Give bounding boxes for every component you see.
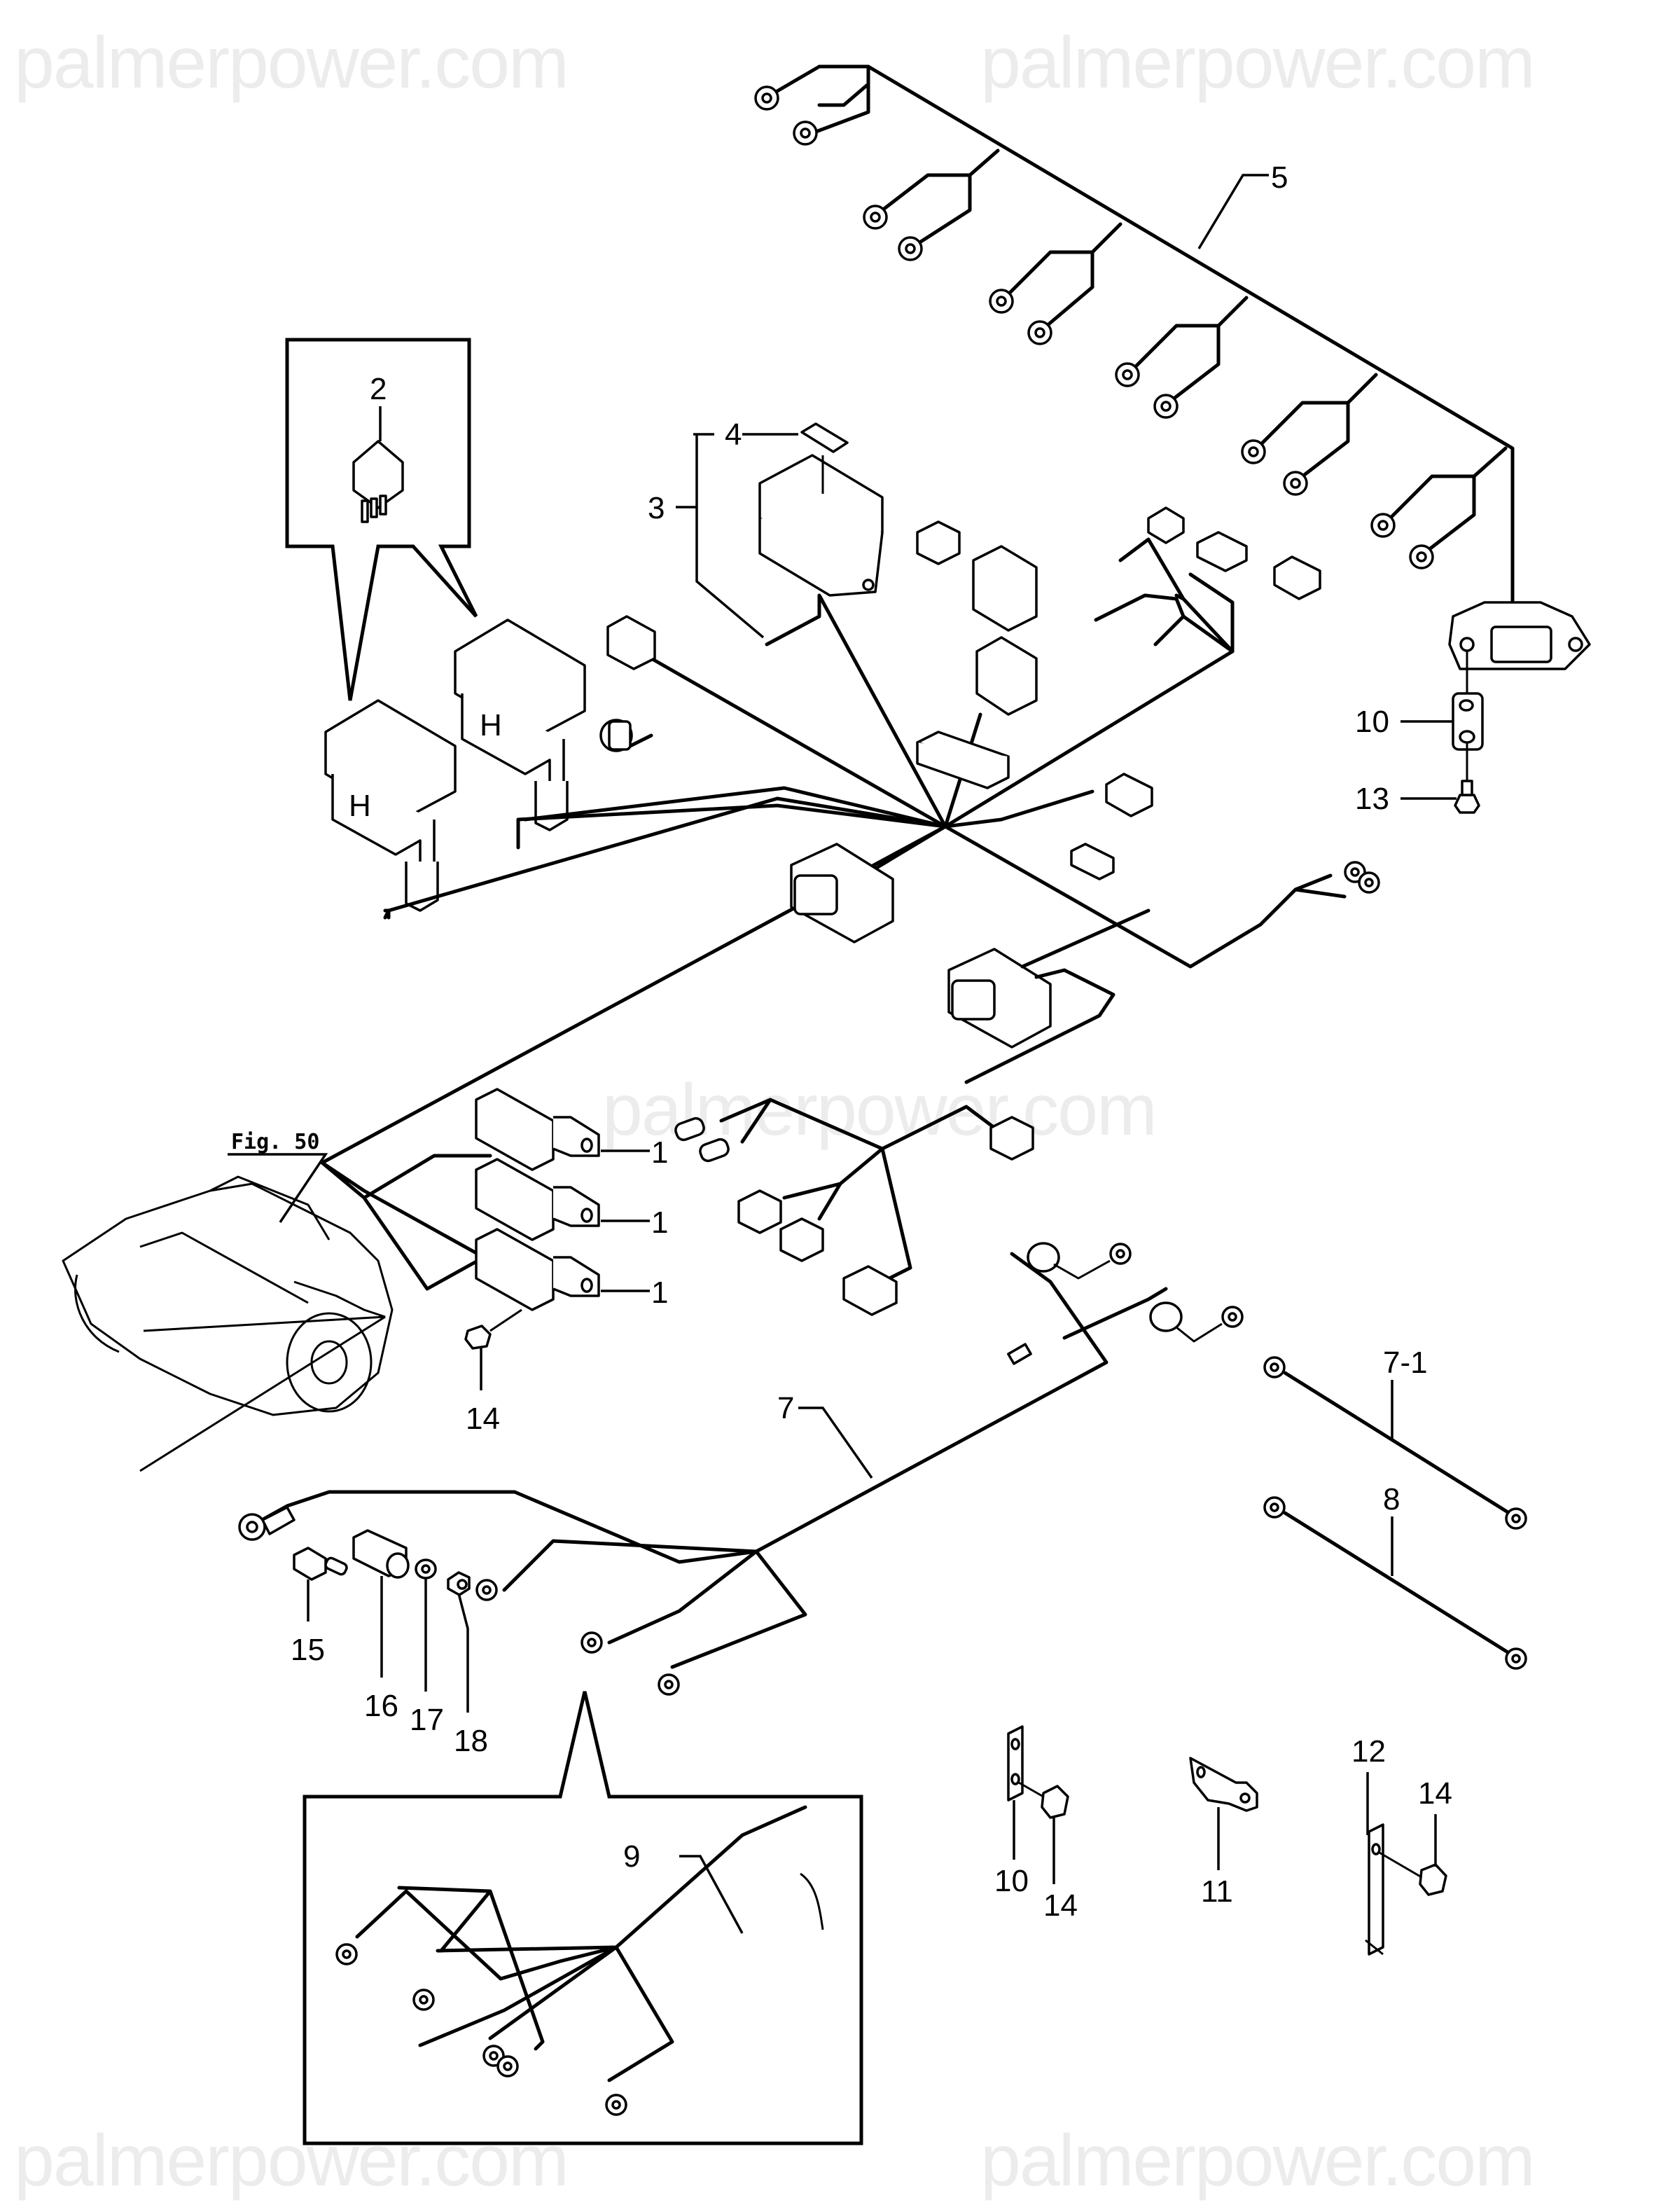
- callout-1-bottom[interactable]: 1: [651, 1276, 668, 1310]
- spacer-16: [352, 1529, 410, 1579]
- injector-branch-5: [1241, 373, 1378, 496]
- relay-mark-left: H: [349, 789, 371, 823]
- ground-cable-8: [1263, 1356, 1527, 1530]
- leader-fig50: [228, 1153, 328, 1223]
- callout-14-relay[interactable]: 14: [466, 1402, 500, 1436]
- bracket-12: [1365, 1823, 1384, 1956]
- junction-box: [916, 731, 1010, 789]
- nut-18: [447, 1571, 471, 1596]
- small-relay-2: [352, 440, 404, 523]
- callout-16[interactable]: 16: [364, 1689, 398, 1723]
- bracket-10-upper: [1452, 651, 1484, 781]
- callout-10-lower[interactable]: 10: [994, 1864, 1029, 1898]
- injector-branch-2: [863, 148, 1000, 261]
- relay-inset-box: 2: [285, 338, 478, 701]
- relay-1-bottom: [475, 1228, 600, 1311]
- ecu-connector-upper: [790, 843, 894, 943]
- callout-3[interactable]: 3: [648, 491, 665, 525]
- relay-1-middle: [475, 1158, 600, 1241]
- starter-motor: [62, 1175, 394, 1472]
- bolt-13: [1454, 780, 1480, 814]
- watermark-top-right: palmerpower.com: [980, 22, 1534, 104]
- callout-7[interactable]: 7: [777, 1391, 794, 1425]
- callout-1-top[interactable]: 1: [651, 1135, 668, 1170]
- callout-18[interactable]: 18: [454, 1724, 488, 1758]
- callout-8[interactable]: 7-1: [1383, 1346, 1428, 1380]
- ground-cable-9: [1263, 1496, 1527, 1670]
- callout-14-bracket12[interactable]: 14: [1418, 1776, 1452, 1811]
- watermark-bottom-right: palmerpower.com: [980, 2120, 1534, 2201]
- watermark-top-left: palmerpower.com: [14, 22, 568, 104]
- ecu-connector-lower: [947, 908, 1151, 1084]
- controller-box: [758, 454, 884, 597]
- washer-17: [415, 1558, 437, 1579]
- callout-17[interactable]: 17: [410, 1703, 444, 1737]
- ring-terminals-right: [1293, 861, 1380, 899]
- callout-5[interactable]: 5: [1271, 160, 1288, 195]
- connectors-lower-middle: [674, 1098, 1034, 1316]
- injector-branch-3: [989, 222, 1123, 345]
- large-relay-left: H: [324, 699, 457, 912]
- relay-mark-right: H: [480, 708, 502, 742]
- callout-14-bracket10[interactable]: 14: [1043, 1888, 1078, 1923]
- bolt-14-relay: [464, 1308, 522, 1350]
- injector-harness: [754, 64, 1591, 670]
- callout-1-middle[interactable]: 1: [651, 1205, 668, 1240]
- sub-harness-7-1: [335, 1805, 824, 2116]
- injector-branch-4: [1115, 296, 1249, 419]
- callout-4[interactable]: 4: [725, 417, 742, 452]
- injector-branch-6: [1370, 446, 1508, 569]
- callout-13[interactable]: 13: [1355, 782, 1389, 816]
- callout-15[interactable]: 15: [291, 1633, 325, 1667]
- relay-1-top: [475, 1088, 600, 1171]
- leader-7-1: [679, 1855, 744, 1934]
- callout-2[interactable]: 2: [370, 372, 387, 406]
- leader-7: [798, 1406, 873, 1479]
- injector-branch-1: [754, 64, 870, 146]
- leader-18: [457, 1593, 469, 1713]
- stud-15: [293, 1547, 348, 1581]
- callout-12[interactable]: 12: [1351, 1734, 1386, 1769]
- bracket-11: [1189, 1757, 1258, 1812]
- callout-9[interactable]: 8: [1383, 1482, 1400, 1516]
- starter-harness-7: [238, 1242, 1244, 1696]
- round-connector: [599, 719, 633, 752]
- bolt-14-bracket10: [1018, 1781, 1069, 1819]
- small-connector-a: [606, 615, 656, 670]
- battery-terminal-cap-2: [1149, 1301, 1244, 1343]
- large-relay-right: H: [454, 618, 586, 831]
- connector-cluster-right: [916, 506, 1321, 880]
- figure-reference-fig50[interactable]: Fig. 50: [231, 1130, 319, 1154]
- bracket-10-lower: [1007, 1725, 1024, 1802]
- callout-7-1[interactable]: 9: [623, 1839, 640, 1874]
- callout-11[interactable]: 11: [1201, 1874, 1233, 1909]
- subharness-inset-box: [303, 1691, 863, 2145]
- callout-10-upper[interactable]: 10: [1355, 705, 1389, 739]
- label-tag-4: [800, 422, 849, 494]
- leader-3-bracket: [695, 434, 765, 639]
- battery-terminal-cap-1: [1027, 1242, 1132, 1280]
- main-harness-3: 4 3: [320, 417, 1380, 1316]
- rocker-cover-connector: [1448, 601, 1591, 670]
- leader-5: [1197, 174, 1269, 249]
